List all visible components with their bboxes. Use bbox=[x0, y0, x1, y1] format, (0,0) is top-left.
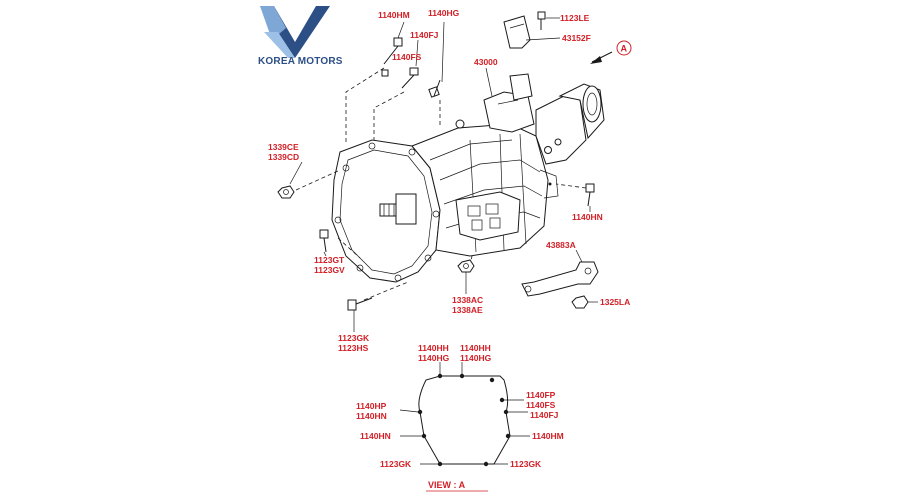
label-1140fj: 1140FJ bbox=[410, 30, 439, 40]
label-1123le: 1123LE bbox=[560, 13, 590, 23]
nut-1325la bbox=[571, 295, 589, 309]
nut-1338ac bbox=[457, 259, 475, 273]
v-label-1140hh-r: 1140HH bbox=[460, 343, 491, 353]
label-1140fs: 1140FS bbox=[392, 52, 422, 62]
bolt-1140hg bbox=[428, 79, 441, 98]
label-1338ac: 1338AC bbox=[452, 295, 483, 305]
extension-housing bbox=[535, 95, 587, 165]
view-a-arrow bbox=[590, 40, 632, 64]
callout-a: A bbox=[621, 44, 628, 54]
brand-name: KOREA MOTORS bbox=[258, 56, 343, 67]
label-1338ae: 1338AE bbox=[452, 305, 483, 315]
v-label-1123gk-l: 1123GK bbox=[380, 459, 412, 469]
part-labels: 1140HM 1140HG 1123LE 43152F 1140FJ 1140F… bbox=[268, 8, 630, 353]
bolt-1123le bbox=[537, 11, 546, 30]
label-43000: 43000 bbox=[474, 57, 498, 67]
bracket-43152f bbox=[503, 15, 531, 49]
view-a-title: VIEW : A bbox=[428, 480, 466, 490]
bolt-1123gk bbox=[347, 297, 373, 311]
shift-tower bbox=[483, 91, 535, 133]
label-43883a: 43883A bbox=[546, 240, 576, 250]
v-label-1140fj: 1140FJ bbox=[530, 410, 559, 420]
brand-logo bbox=[260, 6, 330, 58]
v-label-1140hh-l: 1140HH bbox=[418, 343, 449, 353]
shaft-bearing bbox=[395, 193, 417, 225]
lower-cover bbox=[455, 191, 521, 241]
bolt-1140hn bbox=[555, 183, 595, 207]
label-1123gk: 1123GK bbox=[338, 333, 370, 343]
v-label-1140hn-2: 1140HN bbox=[360, 431, 391, 441]
label-43152f: 43152F bbox=[562, 33, 591, 43]
v-label-1140hp: 1140HP bbox=[356, 401, 387, 411]
label-1140hm: 1140HM bbox=[378, 10, 410, 20]
v-label-1140hg-r: 1140HG bbox=[460, 353, 492, 363]
v-label-1140hn: 1140HN bbox=[356, 411, 387, 421]
v-label-1140fs: 1140FS bbox=[526, 400, 556, 410]
bolt-1140fs bbox=[401, 67, 419, 89]
label-1339cd: 1339CD bbox=[268, 152, 299, 162]
label-1123gv: 1123GV bbox=[314, 265, 345, 275]
v-label-1140hm: 1140HM bbox=[532, 431, 564, 441]
v-label-1123gk-r: 1123GK bbox=[510, 459, 542, 469]
bracket-43883a bbox=[521, 261, 599, 297]
view-a-outline bbox=[418, 375, 511, 465]
v-label-1140fp: 1140FP bbox=[526, 390, 556, 400]
label-1140hn-side: 1140HN bbox=[572, 212, 603, 222]
label-1123gt: 1123GT bbox=[314, 255, 345, 265]
view-a-flange: 1140HH 1140HG 1140HH 1140HG 1140FP 1140F… bbox=[356, 343, 564, 492]
bolt-1123gt bbox=[319, 229, 329, 253]
transmission-assembly bbox=[331, 73, 605, 283]
v-label-1140hg-l: 1140HG bbox=[418, 353, 450, 363]
nut-1339ce bbox=[277, 185, 295, 199]
label-1325la: 1325LA bbox=[600, 297, 630, 307]
label-1123hs: 1123HS bbox=[338, 343, 369, 353]
label-1140hg: 1140HG bbox=[428, 8, 460, 18]
bolt-small-left bbox=[381, 69, 389, 77]
label-1339ce: 1339CE bbox=[268, 142, 299, 152]
